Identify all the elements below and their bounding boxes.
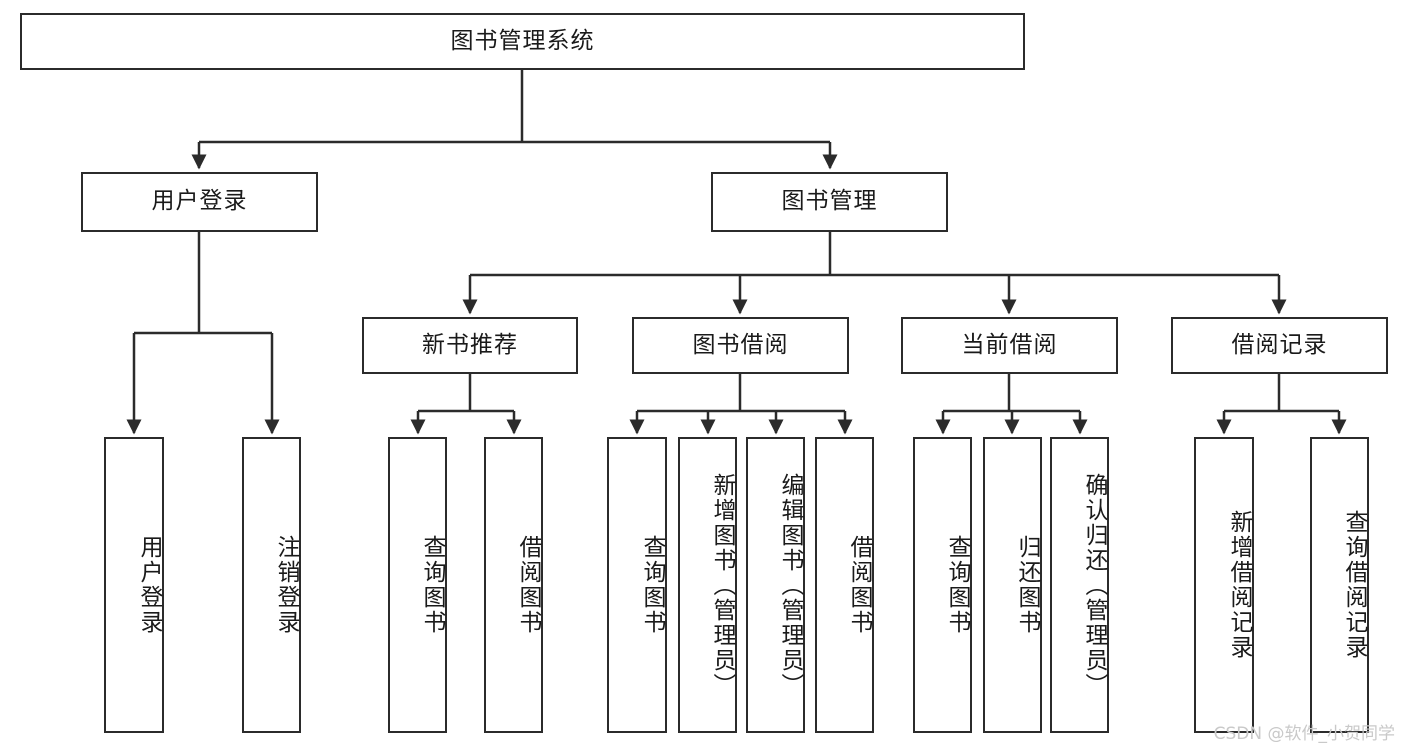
leaf-node[interactable]: 确认归还（管理员） (1050, 437, 1109, 733)
leaf-node[interactable]: 编辑图书（管理员） (746, 437, 805, 733)
leaf-node[interactable]: 借阅图书 (815, 437, 874, 733)
leaf-node[interactable]: 新增图书（管理员） (678, 437, 737, 733)
leaf-node-label: 编辑图书（管理员） (777, 472, 803, 698)
node-root-label: 图书管理系统 (450, 27, 595, 54)
node-root[interactable]: 图书管理系统 (20, 13, 1025, 70)
leaf-node-label: 借阅图书 (515, 535, 541, 635)
leaf-node-label: 注销登录 (273, 535, 299, 635)
node-user-login[interactable]: 用户登录 (81, 172, 318, 232)
leaf-node[interactable]: 查询图书 (388, 437, 447, 733)
node-current-borrow-label: 当前借阅 (961, 331, 1058, 358)
node-book-borrow-label: 图书借阅 (692, 331, 789, 358)
leaf-node[interactable]: 新增借阅记录 (1194, 437, 1254, 733)
leaf-node-label: 查询图书 (639, 535, 665, 635)
leaf-node[interactable]: 查询图书 (913, 437, 972, 733)
node-current-borrow[interactable]: 当前借阅 (901, 317, 1118, 374)
node-borrow-record[interactable]: 借阅记录 (1171, 317, 1388, 374)
leaf-node-label: 新增图书（管理员） (709, 472, 735, 698)
leaf-node[interactable]: 借阅图书 (484, 437, 543, 733)
node-book-management[interactable]: 图书管理 (711, 172, 948, 232)
leaf-node-label: 查询图书 (944, 535, 970, 635)
leaf-node-label: 确认归还（管理员） (1081, 472, 1107, 698)
leaf-node[interactable]: 归还图书 (983, 437, 1042, 733)
leaf-node-label: 查询图书 (419, 535, 445, 635)
leaf-node[interactable]: 用户登录 (104, 437, 164, 733)
leaf-node[interactable]: 查询借阅记录 (1310, 437, 1369, 733)
leaf-node-label: 归还图书 (1014, 535, 1040, 635)
leaf-node-label: 查询借阅记录 (1341, 510, 1367, 660)
node-book-management-label: 图书管理 (781, 188, 878, 215)
leaf-node-label: 用户登录 (136, 535, 162, 635)
node-user-login-label: 用户登录 (151, 188, 248, 215)
node-book-borrow[interactable]: 图书借阅 (632, 317, 849, 374)
leaf-node-label: 借阅图书 (846, 535, 872, 635)
leaf-node[interactable]: 注销登录 (242, 437, 301, 733)
watermark: CSDN @软件_小贺同学 (1213, 724, 1395, 744)
node-new-book-recommend[interactable]: 新书推荐 (362, 317, 578, 374)
leaf-node-label: 新增借阅记录 (1226, 510, 1252, 660)
leaf-node[interactable]: 查询图书 (607, 437, 667, 733)
node-new-book-recommend-label: 新书推荐 (422, 331, 518, 358)
node-borrow-record-label: 借阅记录 (1231, 331, 1328, 358)
